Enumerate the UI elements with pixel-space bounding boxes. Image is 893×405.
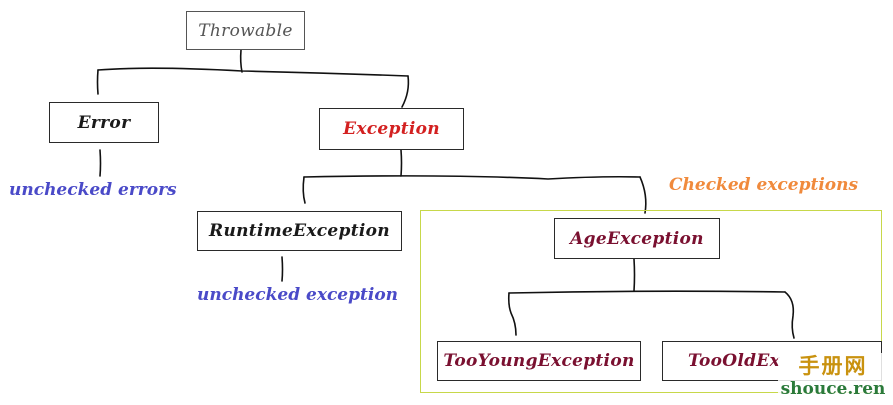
checked-exceptions-region bbox=[420, 210, 882, 393]
note-checked-exceptions: Checked exceptions bbox=[669, 175, 859, 195]
edge-to-exception bbox=[401, 75, 410, 108]
site-watermark: 手册网 shouce.ren bbox=[778, 353, 888, 405]
node-exception: Exception bbox=[319, 108, 464, 150]
node-error: Error bbox=[49, 102, 159, 143]
edge-age-bar bbox=[508, 290, 786, 294]
edge-to-old bbox=[784, 291, 795, 339]
edge-exception-trunk bbox=[400, 149, 403, 177]
edge-exception-bar bbox=[303, 175, 641, 180]
node-age-exception: AgeException bbox=[554, 218, 720, 259]
edge-to-young bbox=[507, 292, 517, 336]
edge-runtime-note bbox=[281, 256, 284, 282]
edge-to-error bbox=[96, 69, 99, 95]
edge-throwable-bar bbox=[97, 67, 409, 77]
edge-to-age bbox=[639, 176, 647, 214]
edge-error-note bbox=[99, 149, 102, 177]
node-too-young-exception: TooYoungException bbox=[437, 341, 641, 381]
note-unchecked-errors: unchecked errors bbox=[9, 180, 177, 200]
node-throwable: Throwable bbox=[186, 11, 305, 50]
watermark-url: shouce.ren bbox=[780, 379, 886, 399]
watermark-chinese-text: 手册网 bbox=[798, 353, 868, 378]
edge-age-trunk bbox=[633, 258, 636, 292]
edge-to-runtime bbox=[302, 176, 306, 204]
node-runtime-exception: RuntimeException bbox=[197, 211, 402, 251]
edge-throwable-trunk bbox=[239, 49, 243, 73]
note-unchecked-exception: unchecked exception bbox=[197, 285, 399, 305]
